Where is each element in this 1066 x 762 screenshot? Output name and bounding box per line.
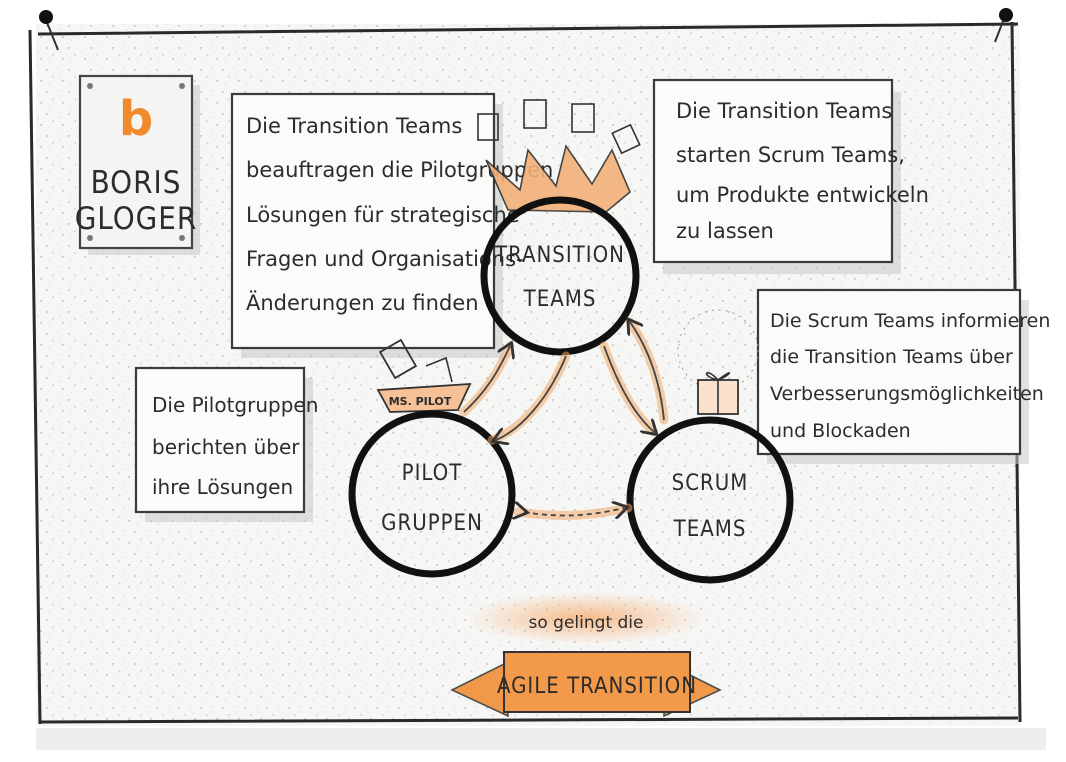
crown-icon	[477, 99, 641, 213]
note-line: ihre Lösungen	[152, 475, 293, 499]
note-line: Die Scrum Teams informieren	[770, 310, 1050, 332]
logo: b BORIS GLOGER	[75, 74, 200, 255]
ship-label: MS. PILOT	[389, 395, 452, 408]
note-line: berichten über	[152, 435, 300, 459]
circle-label: TEAMS	[523, 287, 597, 312]
note-line: Verbesserungsmöglichkeiten	[770, 383, 1044, 405]
note-line: Die Transition Teams	[676, 99, 892, 123]
note-line: Die Transition Teams	[246, 114, 462, 138]
banner-title: AGILE TRANSITION	[497, 674, 697, 699]
note-line: Fragen und Organisations-	[246, 247, 524, 271]
logo-mark: b	[119, 91, 153, 147]
circle-transition-teams: TRANSITION TEAMS	[480, 196, 640, 356]
note-transition-starts: Die Transition Teams starten Scrum Teams…	[652, 78, 929, 274]
banner: so gelingt die AGILE TRANSITION	[450, 592, 722, 718]
note-line: die Transition Teams über	[770, 346, 1013, 368]
circle-label: TEAMS	[673, 517, 747, 542]
note-line: um Produkte entwickeln	[676, 183, 929, 207]
logo-name-line2: GLOGER	[75, 201, 198, 237]
note-line: starten Scrum Teams,	[676, 143, 905, 167]
note-transition-assigns: Die Transition Teams beauftragen die Pil…	[230, 92, 553, 358]
circle-label: SCRUM	[672, 471, 749, 496]
note-scrum-informs: Die Scrum Teams informieren die Transiti…	[756, 288, 1050, 464]
pin-icon	[39, 10, 59, 51]
pin-icon	[994, 8, 1013, 43]
note-line: Änderungen zu finden	[246, 290, 479, 315]
note-line: Lösungen für strategische	[246, 203, 520, 227]
circle-label: GRUPPEN	[381, 511, 483, 536]
circle-label: PILOT	[402, 461, 463, 486]
logo-name-line1: BORIS	[91, 165, 182, 201]
circle-scrum-teams: SCRUM TEAMS	[626, 416, 794, 584]
circle-label: TRANSITION	[494, 243, 625, 268]
note-pilot-reports: Die Pilotgruppen berichten über ihre Lös…	[134, 366, 318, 522]
circle-pilot-gruppen: PILOT GRUPPEN	[348, 410, 516, 578]
note-line: und Blockaden	[770, 420, 911, 442]
note-line: zu lassen	[676, 219, 774, 243]
banner-subtitle: so gelingt die	[529, 613, 644, 633]
arrows	[459, 322, 669, 515]
note-line: Die Pilotgruppen	[152, 393, 318, 417]
pilot-ship-icon: MS. PILOT	[376, 338, 472, 413]
gift-icon	[677, 309, 759, 415]
